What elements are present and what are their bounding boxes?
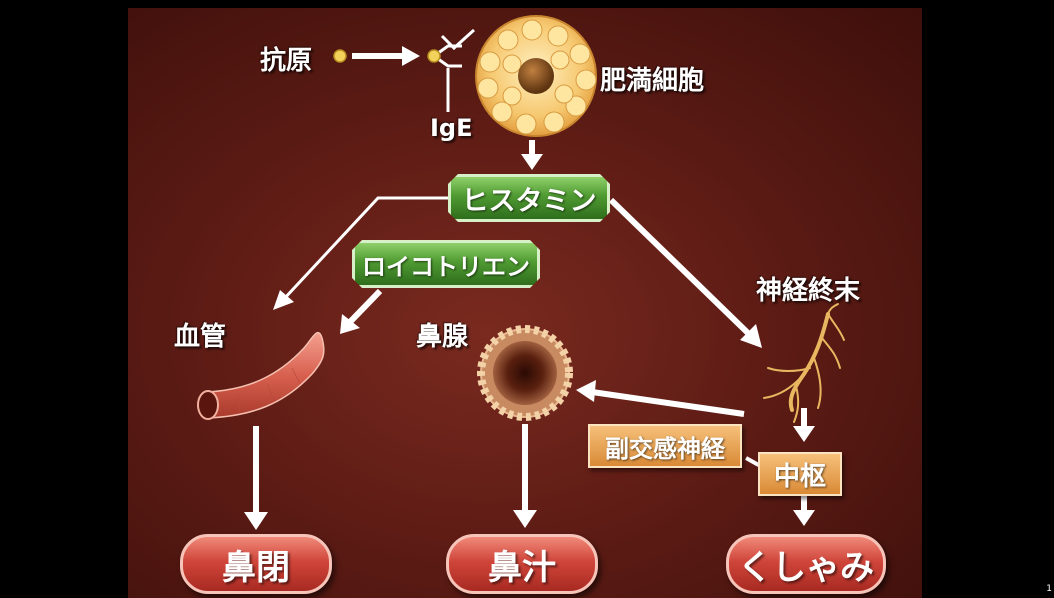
- antigen-label: 抗原: [260, 40, 312, 77]
- leukotriene-box: ロイコトリエン: [352, 240, 540, 288]
- mast-cell-graphic: [476, 16, 596, 136]
- nasal-gland-label: 鼻腺: [416, 316, 468, 353]
- page-number: 1: [1046, 584, 1052, 594]
- arrow-gland-discharge: [513, 424, 537, 528]
- blood-vessel-label: 血管: [174, 316, 226, 353]
- nerve-ending-label: 神経終末: [756, 270, 860, 307]
- nerve-ending-graphic: [764, 304, 844, 422]
- arrow-histamine-nerve: [611, 200, 762, 348]
- nasal-gland-graphic: [481, 329, 569, 417]
- arrow-mastcell-histamine: [521, 140, 543, 170]
- ige-antibody: [434, 30, 474, 112]
- arrow-center-sneeze: [793, 494, 815, 526]
- arrow-vessel-congestion: [244, 426, 268, 530]
- arrow-parasympathetic-gland: [576, 380, 744, 414]
- antigen-particle: [334, 50, 346, 62]
- ige-label: IgE: [430, 114, 473, 142]
- arrow-leukotriene-vessel: [340, 291, 380, 334]
- antigen-arrow: [352, 46, 420, 66]
- histamine-box: ヒスタミン: [448, 174, 610, 222]
- symptom-discharge: 鼻汁: [446, 534, 598, 594]
- symptom-sneeze: くしゃみ: [726, 534, 886, 594]
- slide: 抗原 IgE 肥満細胞 ヒスタミン ロイコトリエン 血管 鼻腺 神経終末 副交感…: [128, 8, 922, 598]
- center-box: 中枢: [758, 452, 842, 496]
- parasympathetic-box: 副交感神経: [588, 424, 742, 468]
- antigen-bound: [428, 50, 440, 62]
- symptom-congestion: 鼻閉: [180, 534, 332, 594]
- mast-cell-label: 肥満細胞: [600, 60, 704, 97]
